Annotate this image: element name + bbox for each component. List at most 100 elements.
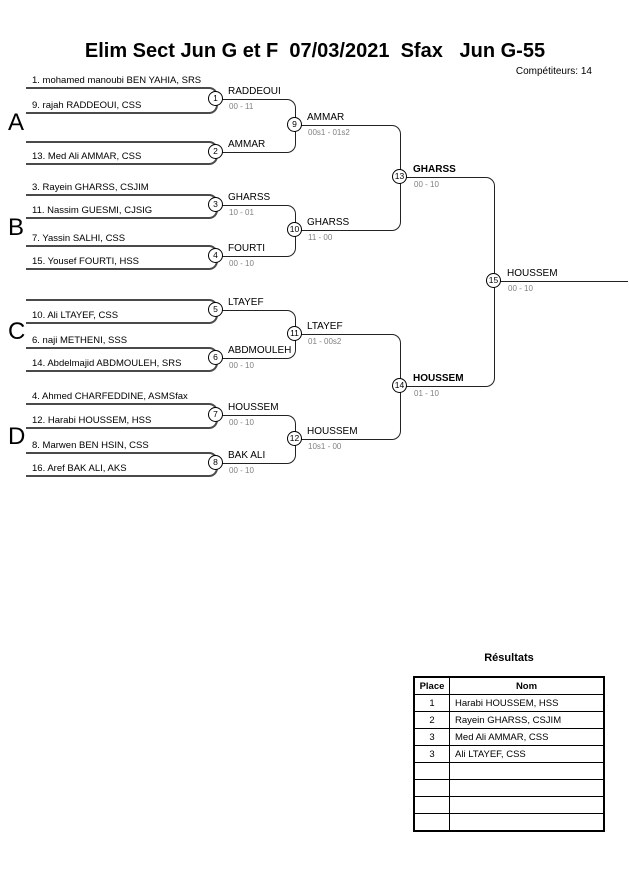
results-row <box>413 762 605 780</box>
result-name <box>449 796 605 814</box>
result-place: 1 <box>413 694 450 712</box>
match-number-badge: 9 <box>287 117 302 132</box>
match-number-badge: 7 <box>208 407 223 422</box>
bracket-connector <box>216 205 296 231</box>
entrant-name: 7. Yassin SALHI, CSS <box>32 233 126 244</box>
match-number-badge: 14 <box>392 378 407 393</box>
results-row: 1 Harabi HOUSSEM, HSS <box>413 694 605 712</box>
results-row <box>413 813 605 832</box>
match-score: 00s1 - 01s2 <box>308 128 350 137</box>
match-winner: LTAYEF <box>228 297 264 308</box>
page-title: Elim Sect Jun G et F 07/03/2021 Sfax Jun… <box>84 40 546 62</box>
results-table: Place Nom 1 Harabi HOUSSEM, HSS 2 Rayein… <box>413 676 605 832</box>
match-score: 01 - 10 <box>414 389 439 398</box>
section-label-c: C <box>8 318 26 345</box>
match-score: 00 - 11 <box>229 102 254 111</box>
match-score: 00 - 10 <box>229 418 254 427</box>
entrant-name: 15. Yousef FOURTI, HSS <box>32 256 140 267</box>
bracket-connector <box>216 99 296 126</box>
competitors-count: Compétiteurs: 14 <box>515 66 592 77</box>
result-place <box>413 813 450 832</box>
entrant-name: 13. Med Ali AMMAR, CSS <box>32 151 142 162</box>
match-number-badge: 10 <box>287 222 302 237</box>
match-number-badge: 1 <box>208 91 223 106</box>
result-name: Rayein GHARSS, CSJIM <box>449 711 605 729</box>
result-name <box>449 779 605 797</box>
result-name <box>449 762 605 780</box>
match-number-badge: 6 <box>208 350 223 365</box>
bracket-connector <box>295 334 401 387</box>
entrant-name: 16. Aref BAK ALI, AKS <box>32 463 127 474</box>
entrant-name: 14. Abdelmajid ABDMOULEH, SRS <box>32 358 182 369</box>
results-row <box>413 779 605 797</box>
match-number-badge: 13 <box>392 169 407 184</box>
match-score: 00 - 10 <box>508 284 533 293</box>
entrant-name: 11. Nassim GUESMI, CJSIG <box>32 205 153 216</box>
match-winner: LTAYEF <box>307 321 343 332</box>
match-winner: HOUSSEM <box>507 268 558 279</box>
bracket-connector <box>216 439 296 464</box>
result-name: Med Ali AMMAR, CSS <box>449 728 605 746</box>
match-score: 00 - 10 <box>414 180 439 189</box>
bracket-connector <box>400 281 495 387</box>
match-winner: HOUSSEM <box>228 402 279 413</box>
entrant-name: 1. mohamed manoubi BEN YAHIA, SRS <box>32 75 202 86</box>
match-winner: AMMAR <box>228 139 266 150</box>
section-label-b: B <box>8 214 25 241</box>
entrant-name: 10. Ali LTAYEF, CSS <box>32 310 119 321</box>
match-winner: RADDEOUI <box>228 86 281 97</box>
bracket-connector <box>400 177 495 282</box>
bracket-connector <box>216 125 296 153</box>
results-row: 3 Med Ali AMMAR, CSS <box>413 728 605 746</box>
entrant-name: 12. Harabi HOUSSEM, HSS <box>32 415 152 426</box>
match-winner: FOURTI <box>228 243 266 254</box>
match-number-badge: 8 <box>208 455 223 470</box>
bracket-connector <box>295 177 401 231</box>
result-place <box>413 796 450 814</box>
bracket-connector <box>216 230 296 257</box>
entrant-name: 6. naji METHENI, SSS <box>32 335 128 346</box>
match-score: 00 - 10 <box>229 259 254 268</box>
entrant-name: 8. Marwen BEN HSIN, CSS <box>32 440 149 451</box>
result-place: 3 <box>413 728 450 746</box>
bracket-connector <box>216 415 296 440</box>
result-name: Harabi HOUSSEM, HSS <box>449 694 605 712</box>
match-winner: HOUSSEM <box>413 373 464 384</box>
bracket-connector <box>295 386 401 440</box>
match-winner: AMMAR <box>307 112 345 123</box>
result-name <box>449 813 605 832</box>
match-number-badge: 11 <box>287 326 302 341</box>
champion-line <box>494 281 628 282</box>
results-header-row: Place Nom <box>413 676 605 695</box>
match-score: 11 - 00 <box>308 233 333 242</box>
match-number-badge: 2 <box>208 144 223 159</box>
results-row <box>413 796 605 814</box>
entrant-name: 4. Ahmed CHARFEDDINE, ASMSfax <box>32 391 188 402</box>
match-score: 10 - 01 <box>229 208 254 217</box>
section-label-d: D <box>8 423 26 450</box>
bracket-connector <box>26 256 218 270</box>
entrant-name: 3. Rayein GHARSS, CSJIM <box>32 182 149 193</box>
match-winner: GHARSS <box>228 192 271 203</box>
match-score: 00 - 10 <box>229 466 254 475</box>
match-number-badge: 12 <box>287 431 302 446</box>
match-number-badge: 5 <box>208 302 223 317</box>
result-name: Ali LTAYEF, CSS <box>449 745 605 763</box>
match-winner: GHARSS <box>413 164 456 175</box>
match-number-badge: 15 <box>486 273 501 288</box>
results-row: 2 Rayein GHARSS, CSJIM <box>413 711 605 729</box>
result-place <box>413 762 450 780</box>
result-place: 3 <box>413 745 450 763</box>
bracket-connector <box>216 334 296 359</box>
bracket-connector <box>295 125 401 178</box>
match-winner: HOUSSEM <box>307 426 358 437</box>
results-title: Résultats <box>484 652 534 664</box>
match-number-badge: 3 <box>208 197 223 212</box>
entrant-name: 9. rajah RADDEOUI, CSS <box>32 100 142 111</box>
match-winner: GHARSS <box>307 217 350 228</box>
match-winner: ABDMOULEH <box>228 345 292 356</box>
result-place: 2 <box>413 711 450 729</box>
bracket-connector <box>26 358 218 372</box>
bracket-connector <box>26 463 218 477</box>
